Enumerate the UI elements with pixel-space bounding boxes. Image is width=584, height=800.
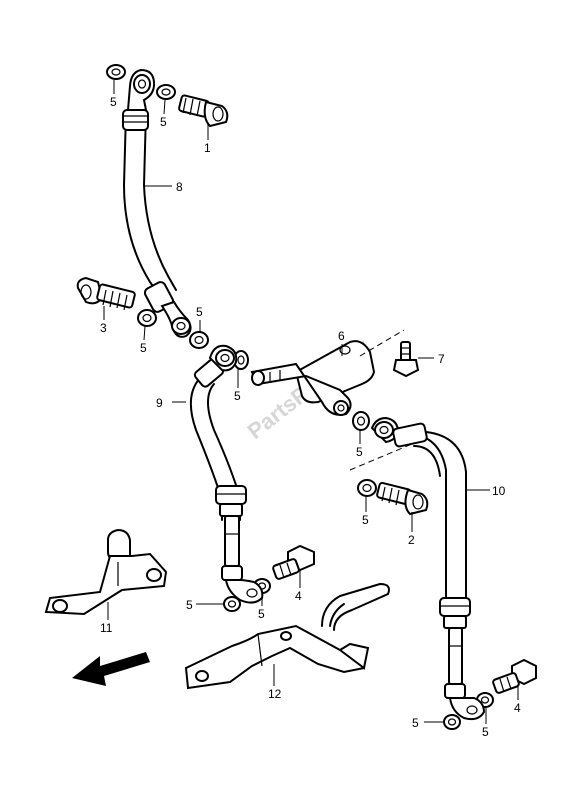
brake-hose-8 <box>122 68 192 338</box>
callout-8: 8 <box>176 180 183 194</box>
callout-1: 1 <box>204 141 211 155</box>
callout-5: 5 <box>258 607 265 621</box>
callout-5: 5 <box>362 513 369 527</box>
direction-arrow <box>72 652 150 686</box>
brake-hose-9 <box>189 344 264 604</box>
union-bolt-3 <box>76 276 136 311</box>
assembly-line <box>349 443 413 471</box>
union-bolt-1 <box>178 94 229 128</box>
callout-4-left: 4 <box>295 589 302 603</box>
callout-5: 5 <box>412 716 419 730</box>
brake-hose-10 <box>370 416 486 721</box>
callout-3: 3 <box>100 321 107 335</box>
callout-11: 11 <box>100 621 113 635</box>
callout-5: 5 <box>160 115 167 129</box>
hose-clamp-11 <box>44 528 168 616</box>
union-bolt-2 <box>376 481 429 516</box>
callout-12: 12 <box>268 687 282 701</box>
callout-labels: 1 2 3 4 4 5 5 5 5 5 5 5 5 5 5 5 5 6 7 8 … <box>100 95 521 739</box>
union-bolt-4-right <box>492 658 537 694</box>
callout-6: 6 <box>338 329 345 343</box>
callout-2: 2 <box>408 533 415 547</box>
callout-5: 5 <box>234 389 241 403</box>
callout-5: 5 <box>482 725 489 739</box>
washer-5 <box>106 64 494 730</box>
callout-10: 10 <box>492 484 506 498</box>
callout-5: 5 <box>196 305 203 319</box>
assembly-line <box>359 329 405 357</box>
callout-7: 7 <box>438 352 445 366</box>
union-bolt-4-left <box>272 544 315 580</box>
callout-5: 5 <box>356 445 363 459</box>
callout-5: 5 <box>110 95 117 109</box>
callout-9: 9 <box>156 396 163 410</box>
callout-5: 5 <box>186 598 193 612</box>
callout-5: 5 <box>140 341 147 355</box>
brake-bracket-12 <box>184 583 390 690</box>
leader-lines <box>103 80 519 724</box>
bolt-7 <box>392 341 420 378</box>
brake-joint-6 <box>250 340 376 416</box>
callout-4-right: 4 <box>514 701 521 715</box>
